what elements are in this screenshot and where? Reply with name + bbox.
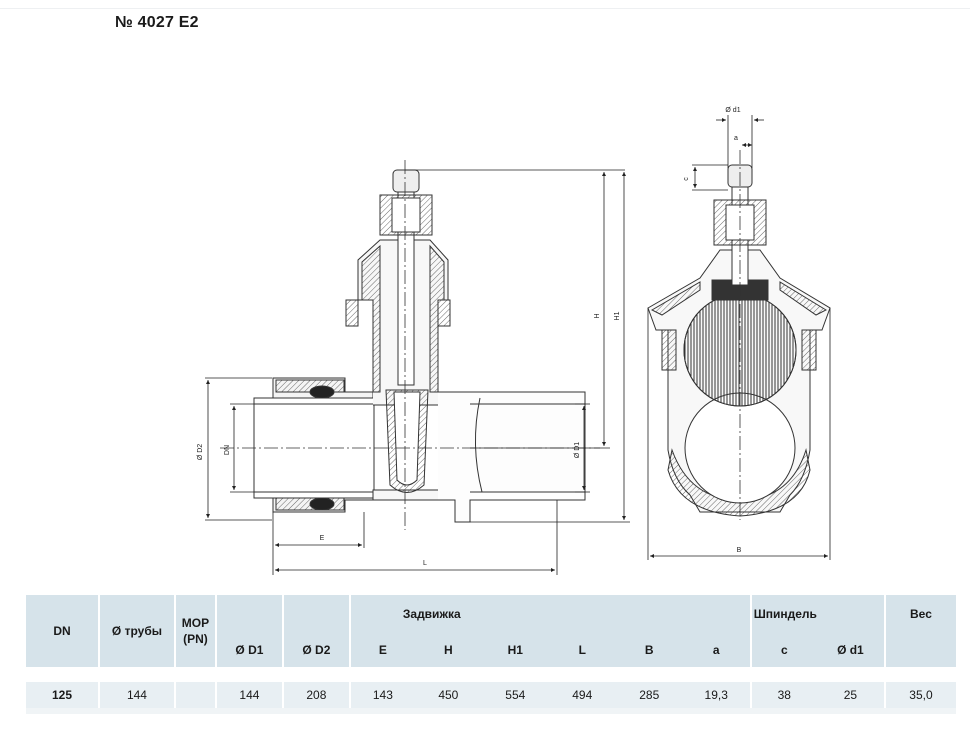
label-od1: Ø d1 bbox=[725, 107, 740, 114]
label-e: E bbox=[320, 535, 325, 542]
document-title: № 4027 E2 bbox=[115, 14, 199, 31]
side-view bbox=[220, 160, 600, 530]
label-dn: DN bbox=[224, 445, 231, 455]
table-row: 125 144 144 208 143 450 554 494 285 19,3… bbox=[26, 682, 956, 708]
cell-e: 143 bbox=[348, 682, 415, 708]
cell-d2: 208 bbox=[281, 682, 349, 708]
seal-ring-bottom bbox=[309, 497, 335, 511]
bolt-right bbox=[437, 299, 451, 327]
header-od1: Ø d1 bbox=[816, 633, 884, 667]
label-a: a bbox=[734, 135, 738, 142]
bolt-left bbox=[345, 299, 359, 327]
valve-technical-drawing: Ø D2 DN Ø D1 E L H H1 Ø d1 a c B bbox=[197, 107, 831, 575]
header-c: c bbox=[749, 633, 817, 667]
header-d2-spacer bbox=[281, 595, 349, 633]
spigot-pipe bbox=[438, 391, 586, 523]
header-d1: Ø D1 bbox=[214, 633, 282, 667]
header-spindle: Шпиндель bbox=[749, 595, 817, 633]
cell-h1: 554 bbox=[481, 682, 549, 708]
header-d2: Ø D2 bbox=[281, 633, 349, 667]
cell-pipe: 144 bbox=[97, 682, 174, 708]
side-boss-right bbox=[801, 329, 817, 371]
specification-table: DN Ø трубы MOP (PN) Задвижка Шпиндель Ве… bbox=[26, 595, 956, 714]
front-dimensions bbox=[647, 115, 831, 560]
top-divider bbox=[0, 8, 970, 9]
label-d2: Ø D2 bbox=[197, 444, 204, 460]
cell-l: 494 bbox=[548, 682, 616, 708]
header-h: H bbox=[414, 633, 482, 667]
header-valve: Задвижка bbox=[348, 595, 750, 633]
label-d1: Ø D1 bbox=[574, 442, 581, 458]
spindle-head bbox=[392, 169, 420, 193]
cell-dn: 125 bbox=[26, 682, 98, 708]
header-mop: MOP (PN) bbox=[173, 595, 215, 667]
label-c: c bbox=[683, 177, 690, 181]
cell-mop bbox=[173, 682, 215, 708]
header-weight: Вес bbox=[883, 595, 956, 633]
cell-b: 285 bbox=[615, 682, 683, 708]
label-h: H bbox=[594, 313, 601, 318]
header-pipe: Ø трубы bbox=[97, 595, 174, 667]
cell-weight: 35,0 bbox=[883, 682, 956, 708]
cell-a: 19,3 bbox=[682, 682, 750, 708]
header-l: L bbox=[548, 633, 616, 667]
label-h1: H1 bbox=[614, 311, 621, 320]
header-h1: H1 bbox=[481, 633, 549, 667]
side-boss-left bbox=[661, 329, 677, 371]
cell-c: 38 bbox=[749, 682, 817, 708]
cell-h: 450 bbox=[414, 682, 482, 708]
seal-ring-top bbox=[309, 385, 335, 399]
cell-od1: 25 bbox=[816, 682, 884, 708]
header-spindle-spacer bbox=[816, 595, 884, 633]
side-dimensions bbox=[205, 169, 630, 575]
header-e: E bbox=[348, 633, 415, 667]
header-a: a bbox=[682, 633, 750, 667]
header-weight-empty bbox=[883, 633, 956, 667]
header-d1-spacer bbox=[214, 595, 282, 633]
header-b: B bbox=[615, 633, 683, 667]
label-l: L bbox=[423, 560, 427, 567]
front-view bbox=[647, 150, 831, 520]
header-dn: DN bbox=[26, 595, 98, 667]
cell-d1: 144 bbox=[214, 682, 282, 708]
label-b: B bbox=[737, 547, 742, 554]
